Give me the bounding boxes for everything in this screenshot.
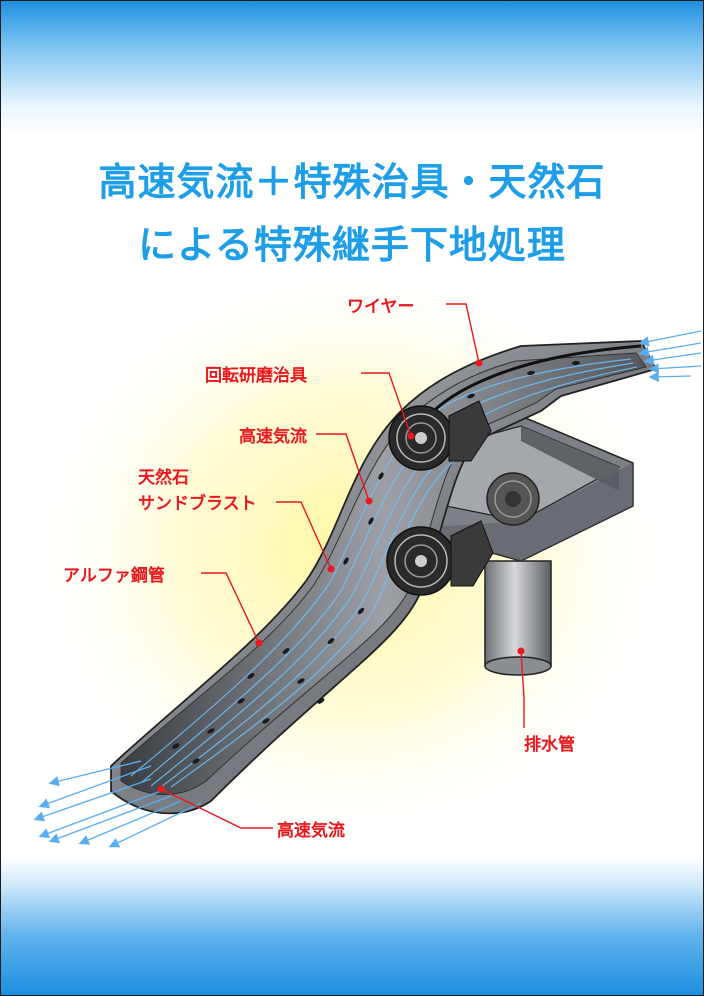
incoming-airflow-arrows [638,330,702,383]
leader-lines [160,303,525,829]
leader-dots [157,359,525,793]
sand-particles [172,360,580,764]
label-sandblast: サンドブラスト [138,494,257,514]
title-line-2: による特殊継手下地処理 [138,223,566,267]
label-alpha-pipe: アルファ鋼管 [63,566,165,586]
inner-airflow [130,358,638,788]
rotary-jig-upper [388,400,492,471]
rotary-jig-lower [386,520,494,596]
label-drain-pipe: 排水管 [524,735,575,755]
label-wire: ワイヤー [347,297,415,317]
label-airflow-upper: 高速気流 [239,427,307,447]
label-airflow-lower: 高速気流 [277,821,345,841]
outgoing-airflow-arrows [33,760,202,848]
label-rotary-jig: 回転研磨治具 [205,366,307,386]
title-line-1: 高速気流＋特殊治具・天然石 [98,160,606,204]
alpha-pipe-inner [120,352,647,795]
rotary-jig-in-box [486,472,540,526]
label-natural-stone: 天然石 [138,468,189,488]
drain-pipe-shape [484,560,552,676]
